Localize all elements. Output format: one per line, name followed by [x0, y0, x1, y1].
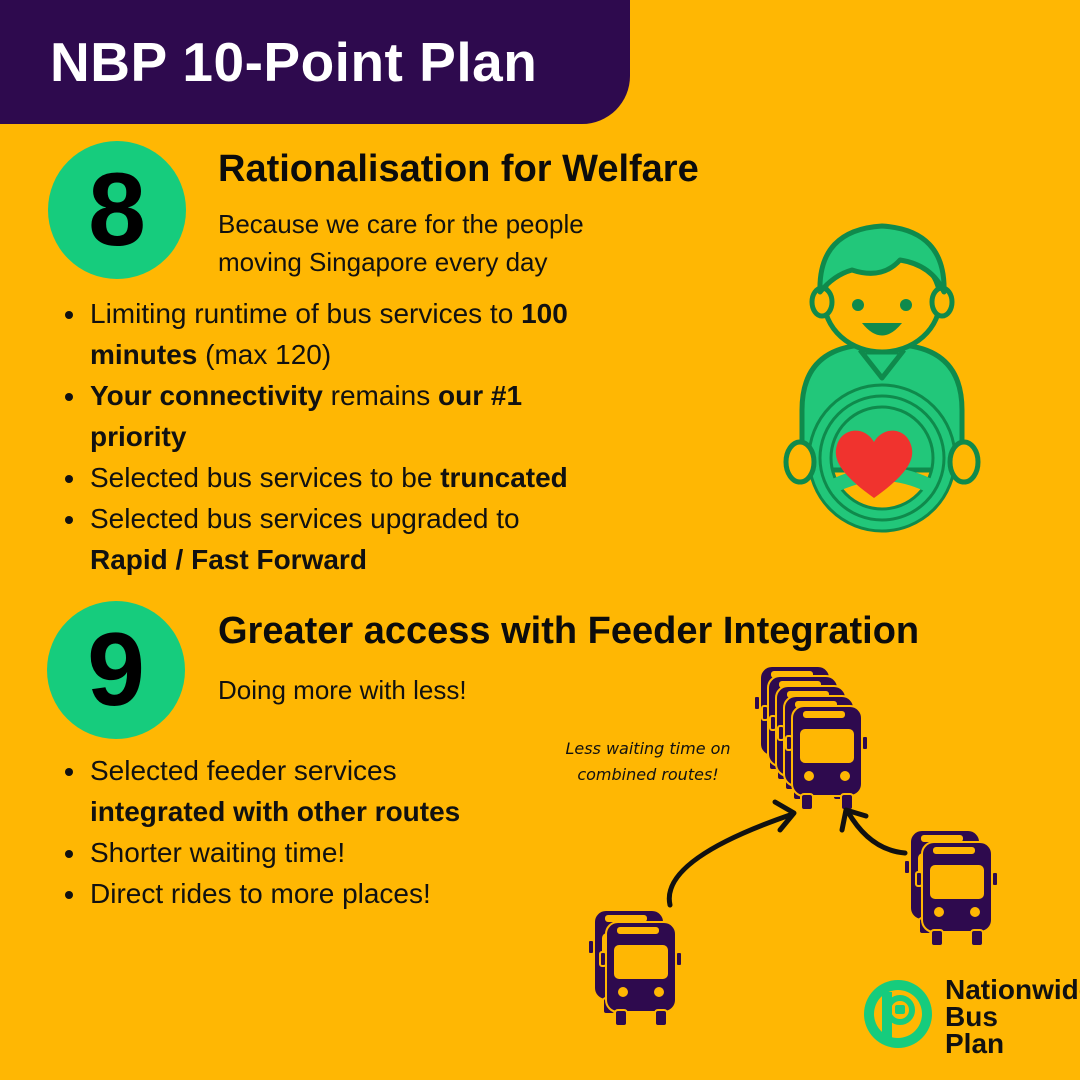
list-item: Direct rides to more places! — [88, 873, 588, 914]
bus-icon — [903, 829, 999, 947]
list-item: Selected bus services to be truncated — [88, 457, 678, 498]
section-8-subtitle-line2: moving Singapore every day — [218, 247, 548, 277]
page-title: NBP 10-Point Plan — [50, 31, 538, 93]
curved-arrow-icon — [666, 799, 797, 908]
bus-illustration — [587, 665, 999, 1027]
bus-icon — [587, 909, 683, 1027]
section-9-subtitle: Doing more with less! — [218, 675, 467, 705]
illustration-note-line1: Less waiting time on — [565, 739, 731, 758]
section-9-number-badge: 9 — [47, 601, 185, 739]
section-9-title: Greater access with Feeder Integration — [218, 610, 920, 652]
illustration-note-line2: combined routes! — [577, 765, 719, 784]
bus-icon — [753, 665, 869, 811]
section-8-title: Rationalisation for Welfare — [218, 148, 699, 190]
illustration-note: Less waiting time on combined routes! — [548, 736, 748, 788]
section-8-subtitle: Because we care for the people moving Si… — [218, 205, 584, 281]
logo-line3: Plan — [945, 1028, 1005, 1059]
section-8-bullet-list: Limiting runtime of bus services to 100m… — [60, 293, 678, 580]
section-8-subtitle-line1: Because we care for the people — [218, 209, 584, 239]
section-8-number-badge: 8 — [48, 141, 186, 279]
nbp-logo-icon — [864, 980, 932, 1048]
list-item: Limiting runtime of bus services to 100m… — [88, 293, 678, 375]
bus-driver-heart-icon — [783, 223, 981, 533]
nbp-logo-wordmark: Nationwide Bus Plan — [945, 974, 1080, 1059]
logo-line2: Bus — [945, 1001, 998, 1032]
header-banner: NBP 10-Point Plan — [0, 0, 630, 124]
list-item: Shorter waiting time! — [88, 832, 588, 873]
logo-line1: Nationwide — [945, 974, 1080, 1005]
curved-arrow-icon — [839, 807, 908, 856]
